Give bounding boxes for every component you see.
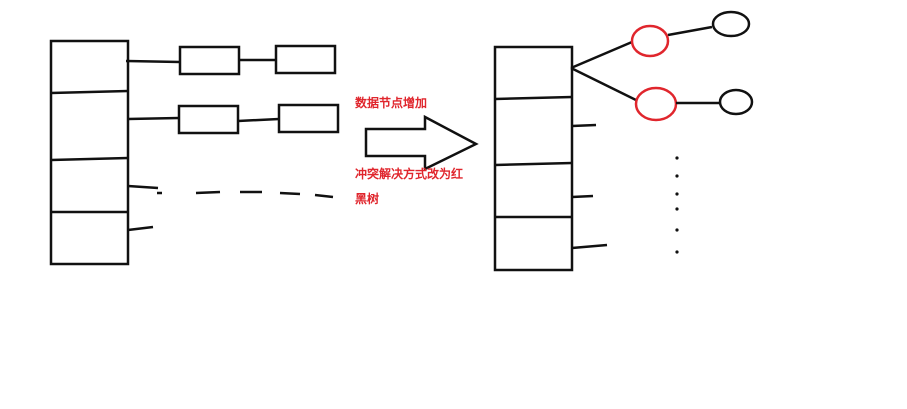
bucket1-link xyxy=(125,59,181,64)
increase-label: 数据节点增加 xyxy=(355,96,428,110)
tree-edge-lower xyxy=(570,66,637,102)
dot-4 xyxy=(675,207,679,211)
dot-3 xyxy=(675,192,679,196)
dashed-continuation xyxy=(157,190,334,199)
left-linked-lists xyxy=(125,44,340,232)
tree-edge-upper-child xyxy=(667,25,713,37)
list1-node2 xyxy=(274,44,337,75)
transition-arrow xyxy=(364,114,479,172)
red-node-upper xyxy=(630,24,670,58)
red-black-tree xyxy=(570,10,754,122)
list2-link xyxy=(237,117,280,123)
right-bucket2-stub xyxy=(571,123,597,128)
left-table-divider-1 xyxy=(50,89,129,95)
tree-edge-upper xyxy=(570,40,633,70)
bucket4-stub xyxy=(127,225,154,232)
right-bucket4-stub xyxy=(571,243,608,250)
bucket2-link xyxy=(127,116,180,121)
bucket3-stub xyxy=(127,184,159,190)
list2-node2 xyxy=(277,103,340,134)
list2-node1 xyxy=(177,104,240,135)
red-node-lower xyxy=(634,86,678,122)
conflict-label-line1: 冲突解决方式改为红 xyxy=(355,167,464,181)
black-node-lower xyxy=(718,88,754,116)
dot-6 xyxy=(675,250,679,254)
left-table-outline xyxy=(49,39,130,266)
list1-node1 xyxy=(178,45,241,76)
dot-5 xyxy=(675,228,679,232)
conflict-label-line2: 黑树 xyxy=(355,192,380,206)
right-bucket-stubs xyxy=(571,123,608,250)
right-table-divider-2 xyxy=(494,161,573,167)
right-table-outline xyxy=(493,45,574,272)
black-node-upper xyxy=(711,10,751,38)
right-table-divider-1 xyxy=(494,95,573,101)
dot-2 xyxy=(675,174,679,178)
left-table-divider-2 xyxy=(50,156,129,162)
right-bucket3-stub xyxy=(571,194,594,199)
right-hash-table xyxy=(493,45,574,272)
dot-1 xyxy=(675,156,679,160)
ellipsis-dots xyxy=(675,156,679,254)
left-hash-table xyxy=(49,39,130,266)
